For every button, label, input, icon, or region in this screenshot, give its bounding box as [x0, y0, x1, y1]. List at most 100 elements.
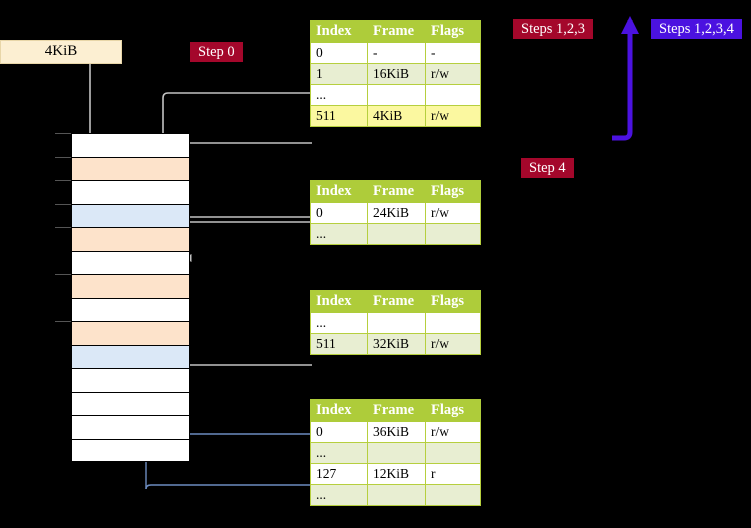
cell-index: 511: [310, 333, 368, 355]
cell-flags: -: [425, 42, 481, 64]
memory-frame-row[interactable]: [71, 344, 190, 368]
column-header-flags: Flags: [425, 290, 481, 313]
cell-index: 127: [310, 463, 368, 485]
cell-flags: r/w: [425, 202, 481, 224]
column-header-flags: Flags: [425, 20, 481, 43]
cell-frame: [367, 84, 426, 106]
memory-frame-row[interactable]: [71, 156, 190, 180]
memory-tick-mark: [55, 156, 71, 158]
cell-index: ...: [310, 84, 368, 106]
cell-index: ...: [310, 442, 368, 464]
size-box-label: 4KiB: [44, 43, 78, 59]
memory-tick-mark: [55, 321, 71, 322]
memory-frame-row[interactable]: [71, 203, 190, 227]
arrow-mem-to-table-2: [184, 216, 312, 225]
column-header-index: Index: [310, 20, 368, 43]
cell-index: ...: [310, 223, 368, 245]
table-row[interactable]: ...: [310, 442, 481, 464]
badge-steps-1234: Steps 1,2,3,4: [651, 19, 742, 39]
cell-frame: -: [367, 42, 426, 64]
cell-frame: 24KiB: [367, 202, 426, 224]
memory-frame-row[interactable]: [71, 368, 190, 392]
size-box: 4KiB: [0, 40, 122, 64]
memory-frame-row[interactable]: [71, 227, 190, 251]
column-header-frame: Frame: [367, 20, 426, 43]
table-row[interactable]: ...: [310, 223, 481, 245]
memory-tick-mark: [55, 203, 71, 205]
column-header-frame: Frame: [367, 399, 426, 422]
memory-frame-row[interactable]: [71, 297, 190, 321]
badge-steps-123-label: Steps 1,2,3: [521, 21, 586, 37]
column-header-index: Index: [310, 290, 368, 313]
cell-index: 1: [310, 63, 368, 85]
cell-frame: [367, 442, 426, 464]
cell-frame: 4KiB: [367, 105, 426, 127]
table-row[interactable]: ...: [310, 84, 481, 106]
cell-frame: [367, 484, 426, 506]
memory-tick-mark: [55, 133, 71, 134]
badge-steps-1234-label: Steps 1,2,3,4: [659, 21, 734, 37]
cell-frame: 32KiB: [367, 333, 426, 355]
cell-frame: 36KiB: [367, 421, 426, 443]
arrow-mem-to-table-3: [179, 296, 312, 366]
cell-frame: 16KiB: [367, 63, 426, 85]
badge-step-0: Step 0: [190, 42, 243, 62]
cell-frame: 12KiB: [367, 463, 426, 485]
cell-frame: [367, 223, 426, 245]
column-header-frame: Frame: [367, 290, 426, 313]
cell-flags: r: [425, 463, 481, 485]
bracket-arrow-steps: [612, 16, 639, 141]
memory-frame-row[interactable]: [71, 391, 190, 415]
cell-index: ...: [310, 312, 368, 334]
table-row[interactable]: 0--: [310, 42, 481, 64]
column-header-index: Index: [310, 180, 368, 203]
badge-step-4: Step 4: [521, 158, 574, 178]
memory-tick-mark: [55, 227, 71, 228]
cell-index: 0: [310, 42, 368, 64]
column-header-frame: Frame: [367, 180, 426, 203]
table-row[interactable]: ...: [310, 484, 481, 506]
cell-flags: [425, 312, 481, 334]
memory-frame-row[interactable]: [71, 180, 190, 204]
cell-index: 511: [310, 105, 368, 127]
memory-tick-mark: [55, 274, 71, 275]
memory-frame-row[interactable]: [71, 438, 190, 462]
cell-flags: [425, 442, 481, 464]
memory-frame-row[interactable]: [71, 250, 190, 274]
column-header-flags: Flags: [425, 399, 481, 422]
memory-frame-row[interactable]: [71, 133, 190, 157]
column-header-index: Index: [310, 399, 368, 422]
memory-frame-row[interactable]: [71, 321, 190, 345]
badge-steps-123: Steps 1,2,3: [513, 19, 594, 39]
arrow-table2-to-memory: [184, 221, 312, 262]
cell-flags: [425, 84, 481, 106]
cell-index: 0: [310, 202, 368, 224]
memory-frame-row[interactable]: [71, 415, 190, 439]
memory-frame-row[interactable]: [71, 274, 190, 298]
column-header-flags: Flags: [425, 180, 481, 203]
cell-flags: r/w: [425, 333, 481, 355]
cell-flags: r/w: [425, 421, 481, 443]
cell-index: 0: [310, 421, 368, 443]
memory-tick-mark: [55, 180, 71, 181]
cell-flags: [425, 484, 481, 506]
cell-flags: r/w: [425, 105, 481, 127]
cell-frame: [367, 312, 426, 334]
physical-memory-grid: [55, 133, 190, 462]
arrow-table1-to-memory: [179, 142, 312, 156]
cell-flags: [425, 223, 481, 245]
table-row[interactable]: ...: [310, 312, 481, 334]
